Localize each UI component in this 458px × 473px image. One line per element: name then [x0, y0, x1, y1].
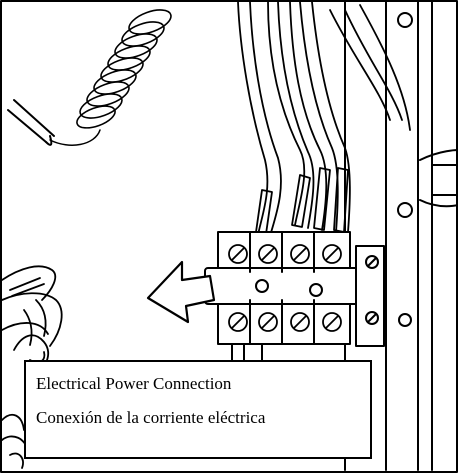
coiled-wire-icon [7, 9, 172, 146]
arrow-icon [146, 260, 216, 324]
terminal-block-icon [204, 231, 385, 361]
caption-spanish: Conexión de la corriente eléctrica [36, 408, 266, 427]
wire-bundle [237, 1, 411, 237]
caption-box: Electrical Power Connection Conexión de … [24, 360, 372, 459]
caption-english: Electrical Power Connection [36, 374, 232, 393]
